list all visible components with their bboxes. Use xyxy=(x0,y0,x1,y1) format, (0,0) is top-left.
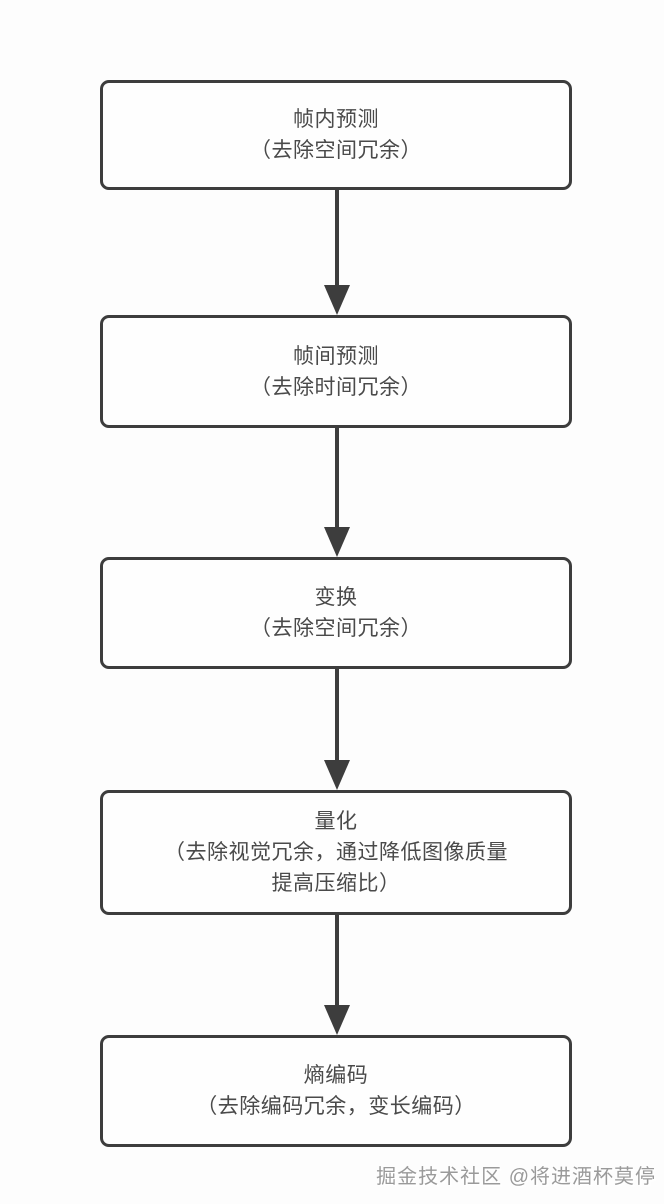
flow-arrow-4 xyxy=(324,915,350,1035)
arrow-down-icon xyxy=(324,285,350,315)
flow-node-quantization: 量化 （去除视觉冗余，通过降低图像质量 提高压缩比） xyxy=(100,790,572,915)
node-subtitle: （去除视觉冗余，通过降低图像质量 xyxy=(164,841,508,864)
arrow-down-icon xyxy=(324,527,350,557)
arrow-line xyxy=(335,428,339,543)
flow-arrow-3 xyxy=(324,669,350,790)
flow-arrow-1 xyxy=(324,190,350,315)
node-subtitle: 提高压缩比） xyxy=(271,872,401,895)
node-subtitle: （去除空间冗余） xyxy=(250,139,422,162)
watermark: 掘金技术社区 @将进酒杯莫停 xyxy=(376,1166,656,1188)
arrow-line xyxy=(335,669,339,776)
flow-node-intra-prediction: 帧内预测 （去除空间冗余） xyxy=(100,80,572,190)
flow-node-entropy-coding: 熵编码 （去除编码冗余，变长编码） xyxy=(100,1035,572,1147)
node-title: 帧内预测 xyxy=(293,108,379,131)
flow-arrow-2 xyxy=(324,428,350,557)
node-title: 变换 xyxy=(314,586,358,609)
arrow-line xyxy=(335,915,339,1021)
flow-node-inter-prediction: 帧间预测 （去除时间冗余） xyxy=(100,315,572,428)
node-subtitle: （去除空间冗余） xyxy=(250,617,422,640)
node-title: 帧间预测 xyxy=(293,344,379,368)
arrow-down-icon xyxy=(324,760,350,790)
node-title: 熵编码 xyxy=(303,1064,369,1087)
node-subtitle: （去除时间冗余） xyxy=(250,375,422,399)
arrow-down-icon xyxy=(324,1005,350,1035)
arrow-line xyxy=(335,190,339,301)
node-title: 量化 xyxy=(314,810,358,833)
node-subtitle: （去除编码冗余，变长编码） xyxy=(196,1095,476,1118)
flow-node-transform: 变换 （去除空间冗余） xyxy=(100,557,572,669)
